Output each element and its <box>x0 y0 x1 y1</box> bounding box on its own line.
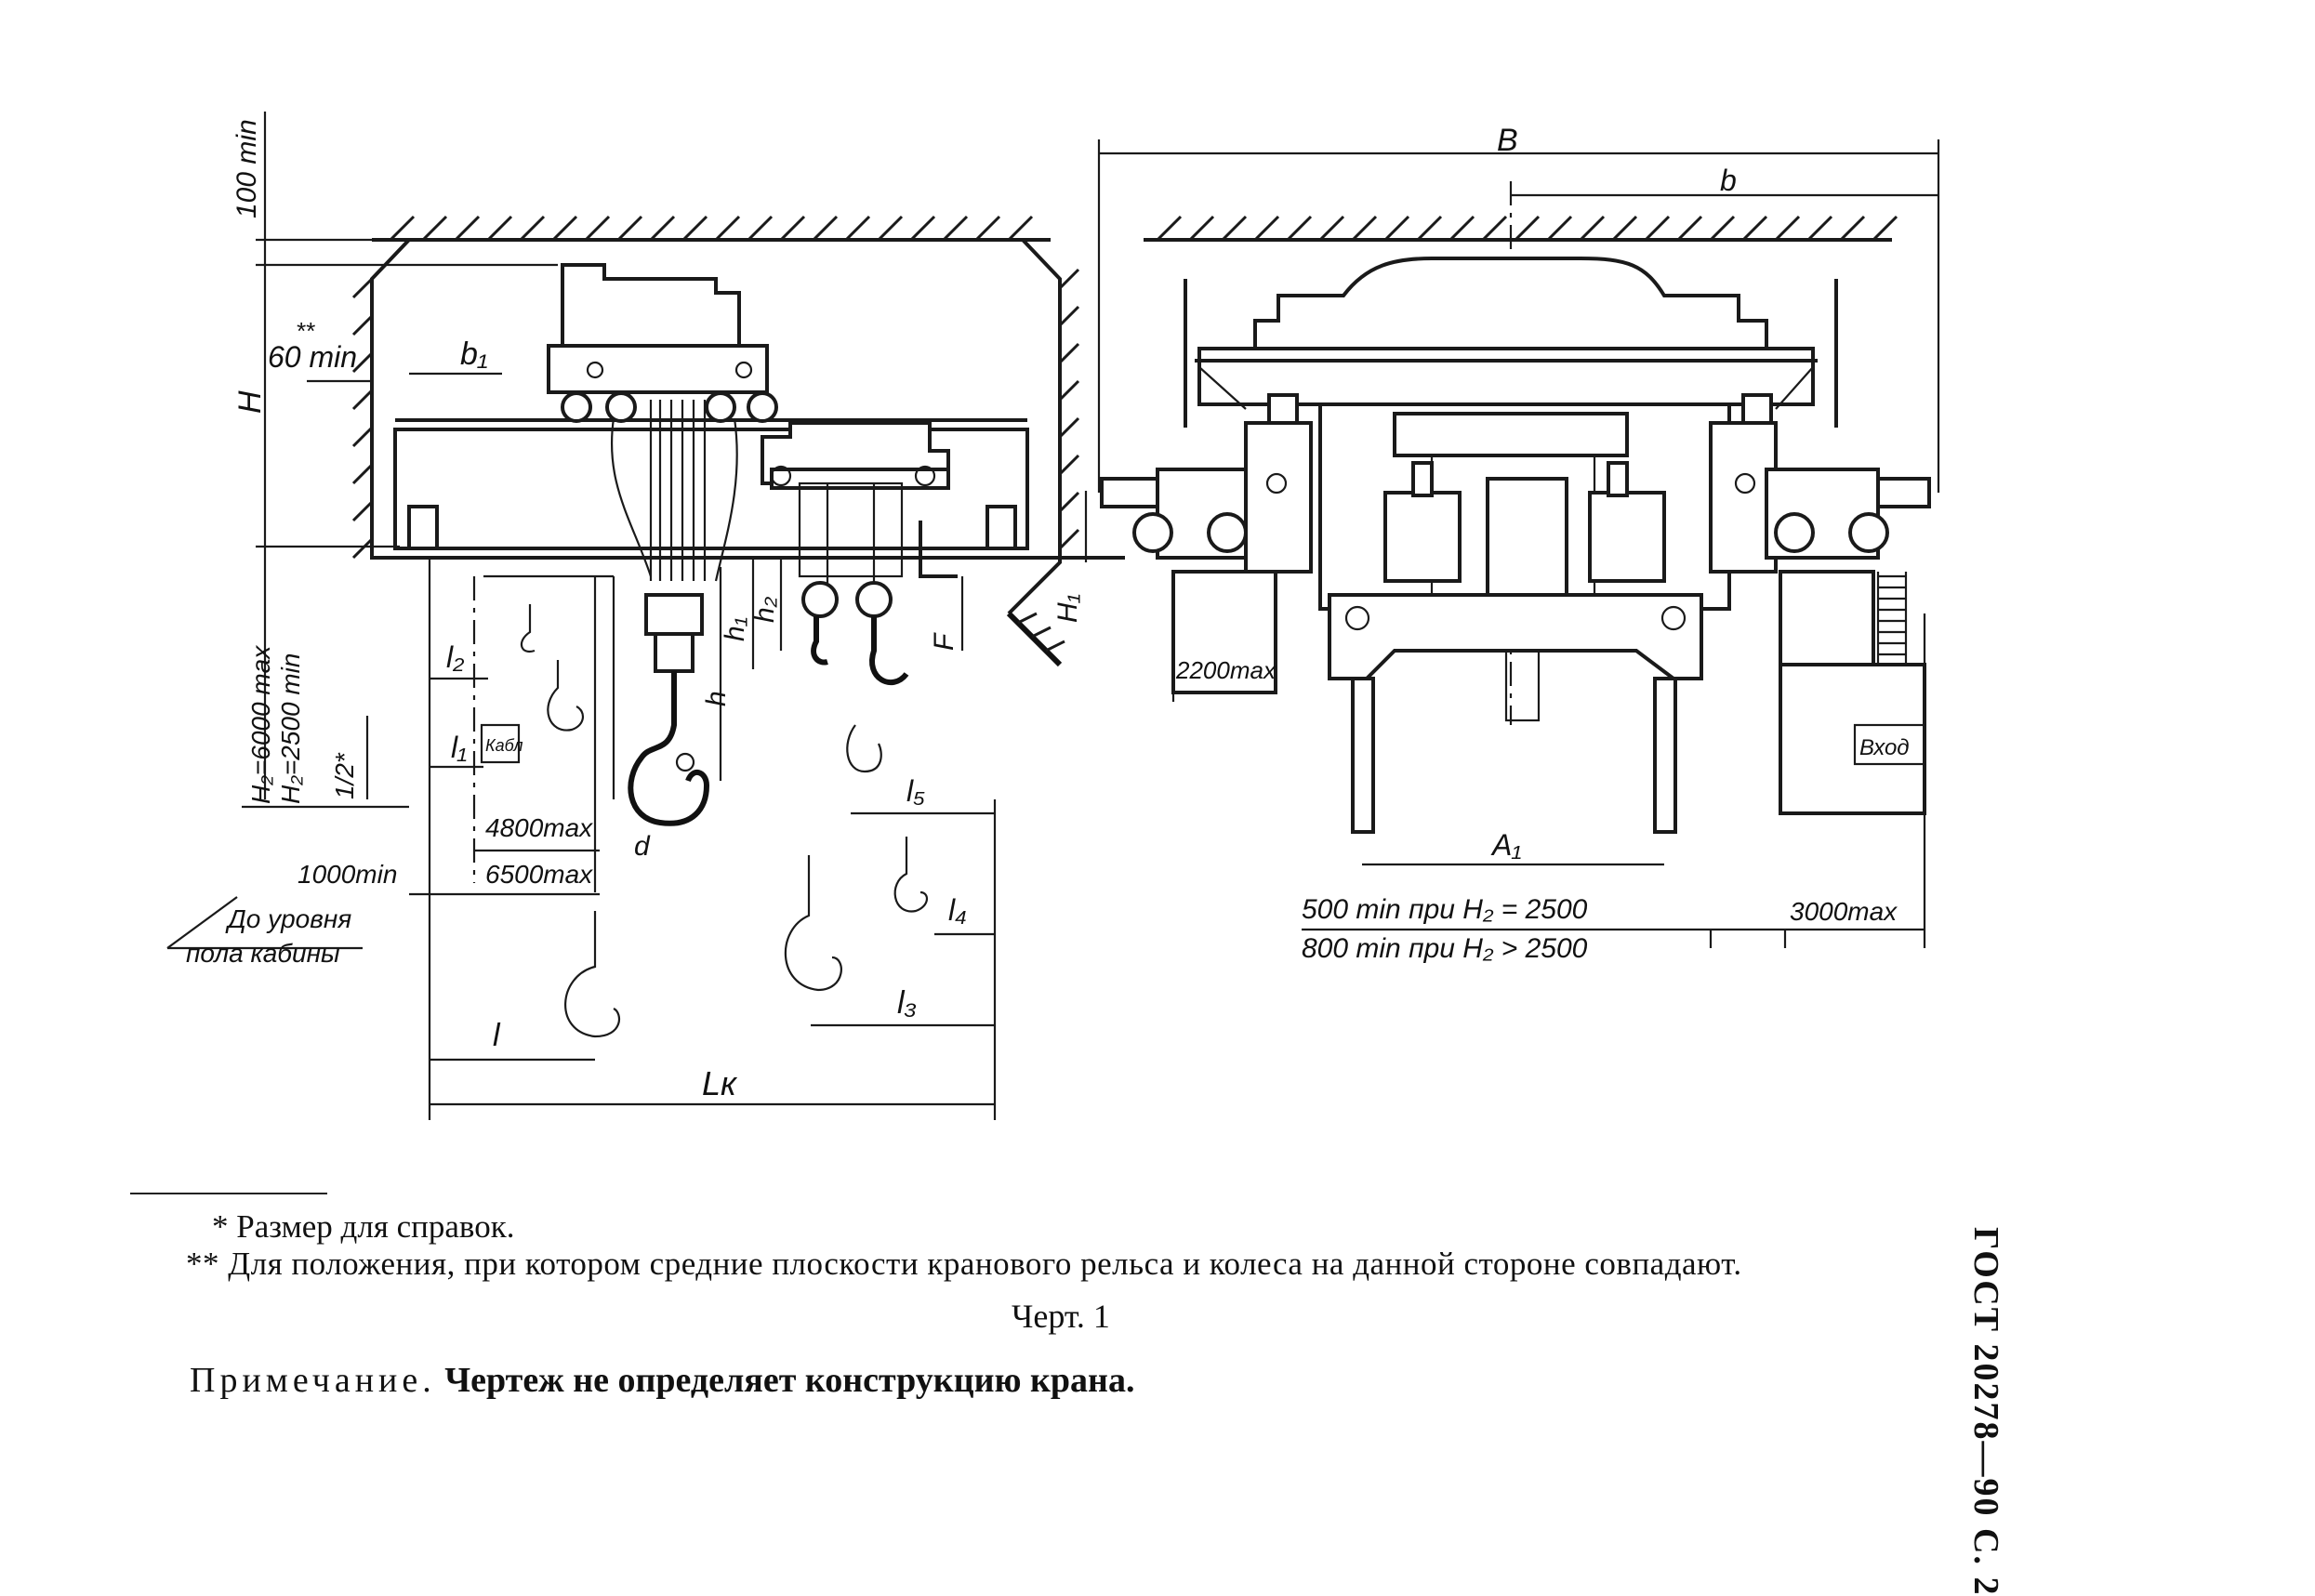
label-h2: h₂ <box>749 596 780 623</box>
note: Примечание. Чертеж не определяет констру… <box>190 1360 1134 1401</box>
footnote-1: * Размер для справок. <box>212 1208 515 1245</box>
label-l5: l₅ <box>906 774 925 808</box>
right-crane-body <box>1195 257 1818 611</box>
left-trolley <box>547 263 778 423</box>
label-l4: l₄ <box>948 893 967 927</box>
dim-3000max: 3000max <box>1790 897 1898 926</box>
right-labels: B b A₁ 2200max 3000max Вход 500 min при … <box>1175 123 1910 964</box>
dim-1000min: 1000min <box>298 860 397 889</box>
label-h1: h₁ <box>720 617 750 641</box>
label-l1: l₁ <box>451 731 467 764</box>
crane-drawing: Кабл 100 min 60 min <box>166 112 1940 1120</box>
label-b1: b₁ <box>460 336 488 372</box>
footnote-2: ** Для положения, при котором средние пл… <box>186 1246 1742 1282</box>
dim-cond-1: 500 min при H₂ = 2500 <box>1302 894 1588 925</box>
note-label: Примечание. <box>190 1361 436 1400</box>
dim-60min-star: ** <box>296 317 315 345</box>
rope-bundle <box>610 400 738 582</box>
main-hook-block <box>628 593 710 826</box>
label-Lk: Lк <box>702 1064 738 1102</box>
label-l3: l₃ <box>897 985 917 1021</box>
label-entry: Вход <box>1859 735 1910 760</box>
figure-caption: Черт. 1 <box>1012 1298 1110 1335</box>
standard-page-label: ГОСТ 20278—90 С. 2 <box>1966 1227 2005 1596</box>
dim-6500max: 6500max <box>485 860 593 889</box>
right-wall <box>1006 238 1080 667</box>
label-b: b <box>1720 164 1737 197</box>
aux-hooks: Кабл <box>480 581 928 1038</box>
right-cabin-frame <box>1171 570 1926 834</box>
left-crane-bridge <box>393 418 1029 578</box>
right-end-trucks <box>1100 279 1931 574</box>
label-H: H <box>232 390 268 414</box>
label-to-cabin-2: пола кабины <box>186 939 340 968</box>
label-A1: A₁ <box>1490 828 1521 862</box>
label-l: l <box>493 1018 501 1053</box>
left-wall <box>351 238 1125 560</box>
left-labels: 100 min 60 min ** b₁ H H₁ h₁ h₂ h F d l … <box>186 119 1083 1102</box>
dim-60min: 60 min <box>268 340 357 374</box>
label-B: B <box>1497 123 1518 158</box>
footnote-rule <box>130 1193 327 1194</box>
left-dimensions <box>166 112 1088 1120</box>
right-ceiling <box>1144 215 1898 242</box>
dim-2200max: 2200max <box>1175 656 1277 684</box>
label-H2-right: H₂=2500 min <box>276 653 305 804</box>
label-H2-left: H₂=6000 max <box>246 645 275 804</box>
label-h: h <box>701 691 732 706</box>
dim-100min: 100 min <box>232 119 262 218</box>
dim-cond-2: 800 min при H₂ > 2500 <box>1302 933 1588 964</box>
dim-4800max: 4800max <box>485 813 593 842</box>
label-l2: l₂ <box>446 640 464 674</box>
document-page: Кабл 100 min 60 min <box>130 112 2005 1596</box>
label-F: F <box>929 632 959 651</box>
note-text: Чертеж не определяет конструкцию крана. <box>435 1361 1135 1400</box>
label-H1: H₁ <box>1052 594 1083 623</box>
aux-trolley <box>761 421 950 590</box>
small-box-label: Кабл <box>485 736 523 755</box>
label-d: d <box>634 831 651 862</box>
dim-1-2: 1/2* <box>330 752 359 799</box>
label-to-cabin-1: До уровня <box>225 904 351 933</box>
left-ceiling <box>372 215 1051 242</box>
